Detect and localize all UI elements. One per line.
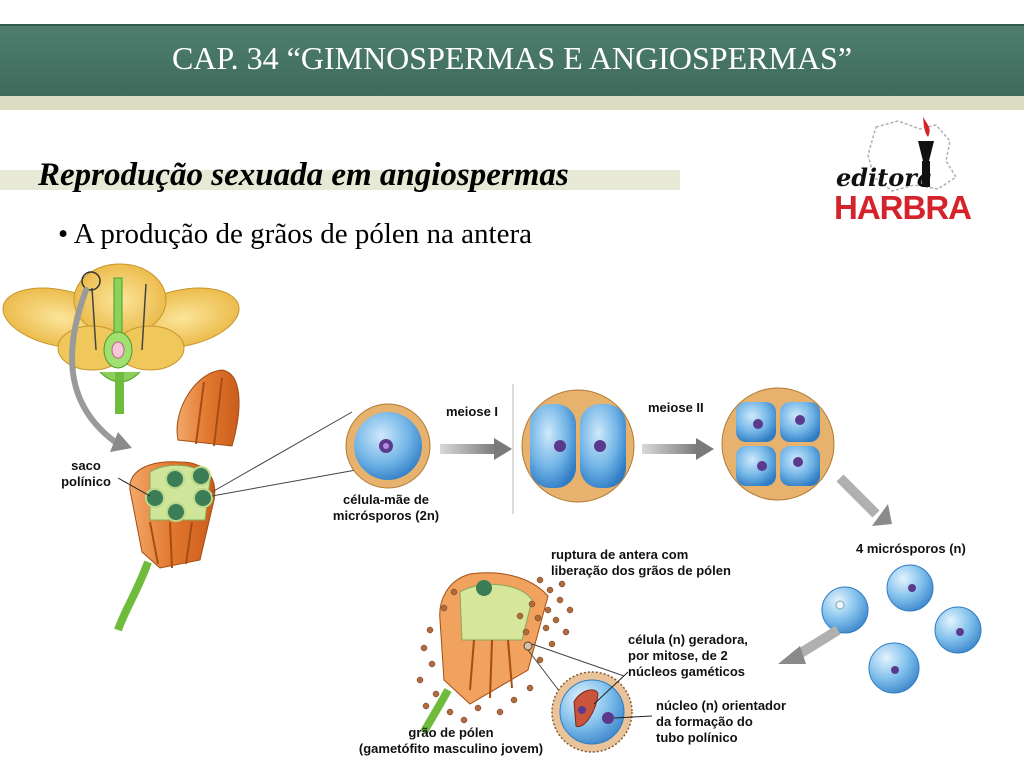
label-grao-de-polen: grão de pólen (gametófito masculino jove… — [346, 725, 556, 757]
meiosis-1-arrow — [440, 438, 512, 460]
logo-editora-text: editora — [836, 163, 933, 192]
label-nucleo-orientador: núcleo (n) orientador da formação do tub… — [656, 698, 786, 746]
editora-harbra-logo: editora HARBRA — [828, 115, 998, 226]
label-nucleo-line3: tubo polínico — [656, 730, 738, 745]
microspore-to-pollen-arrow — [778, 625, 841, 664]
slide-subtitle: Reprodução sexuada em angiospermas — [38, 157, 569, 193]
meiosis-2-arrow — [642, 438, 714, 460]
label-geradora-line3: núcleos gaméticos — [628, 664, 746, 679]
label-celula-mae-line2: micrósporos (2n) — [332, 508, 440, 523]
label-celula-geradora: célula (n) geradora, por mitose, de 2 nú… — [628, 632, 748, 680]
label-geradora-line2: por mitose, de 2 — [628, 648, 728, 663]
label-meiose-2: meiose II — [648, 400, 704, 415]
title-bar-underline — [0, 96, 1024, 110]
anther-cross-section — [114, 411, 357, 632]
label-ruptura-line1: ruptura de antera com — [551, 547, 689, 562]
tetrad-to-microspores-arrow — [836, 474, 892, 526]
four-microspores — [821, 564, 982, 694]
torch-icon — [918, 141, 934, 161]
released-pollen-grains — [416, 576, 574, 724]
microspore-mother-cell — [345, 403, 431, 489]
bullet-point: • A produção de grãos de pólen na antera — [58, 218, 532, 250]
label-geradora-line1: célula (n) geradora, — [628, 632, 748, 647]
ruptured-anther — [420, 572, 549, 734]
label-ruptura-line2: liberação dos grãos de pólen — [551, 563, 731, 578]
dyad-cell — [521, 389, 635, 503]
anther-illustration — [176, 369, 240, 447]
page-title: CAP. 34 “GIMNOSPERMAS E ANGIOSPERMAS” — [171, 40, 853, 76]
label-nucleo-line2: da formação do — [656, 714, 753, 729]
tetrad-cell — [721, 387, 835, 501]
label-saco-line2: polínico — [61, 474, 111, 489]
label-ruptura-antera: ruptura de antera com liberação dos grão… — [551, 547, 731, 579]
label-celula-mae: célula-mãe de micrósporos (2n) — [326, 492, 446, 524]
subtitle-highlight-band — [0, 170, 680, 190]
logo-brand-text: HARBRA — [834, 189, 972, 226]
flower-illustration — [2, 263, 240, 452]
label-nucleo-line1: núcleo (n) orientador — [656, 698, 786, 713]
label-4-microsporos: 4 micrósporos (n) — [856, 541, 966, 556]
pollen-grain-magnified — [527, 643, 653, 753]
title-bar: CAP. 34 “GIMNOSPERMAS E ANGIOSPERMAS” — [0, 24, 1024, 98]
label-celula-mae-line1: célula-mãe de — [343, 492, 429, 507]
highlight-circle — [81, 271, 101, 291]
label-grao-line1: grão de pólen — [408, 725, 494, 740]
label-saco-polinico: saco polínico — [56, 458, 116, 490]
label-saco-line1: saco — [71, 458, 101, 473]
torch-flame-icon — [923, 117, 930, 137]
label-grao-line2: (gametófito masculino jovem) — [358, 741, 544, 756]
logo-graphic — [867, 117, 958, 192]
label-meiose-1: meiose I — [446, 404, 499, 419]
